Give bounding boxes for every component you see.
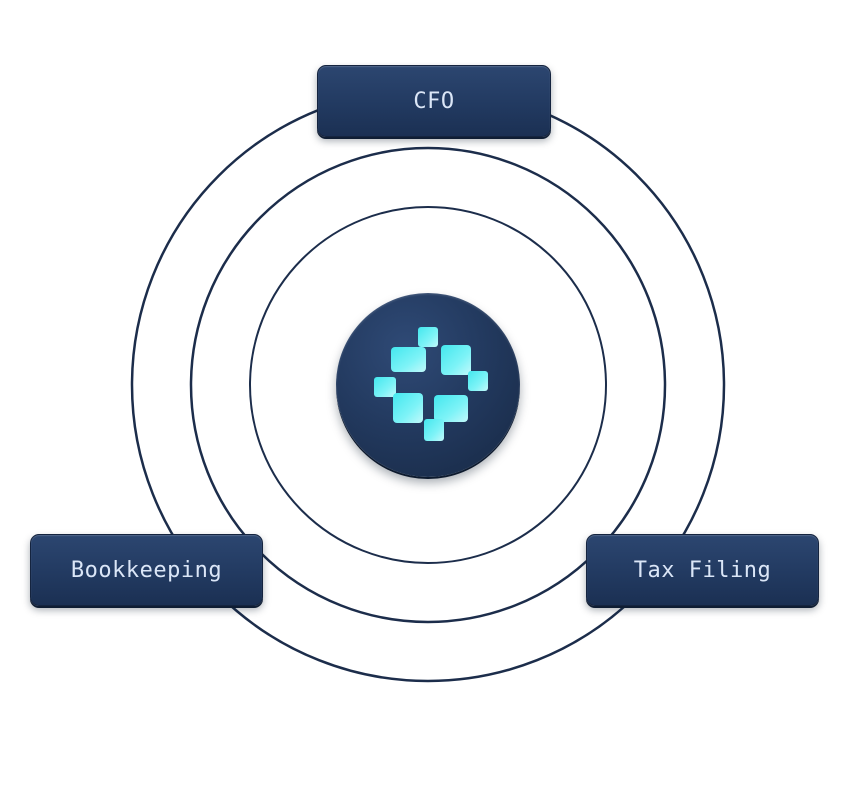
tax-filing-node: Tax Filing (586, 534, 819, 606)
cfo-node: CFO (317, 65, 551, 137)
bookkeeping-label: Bookkeeping (70, 557, 223, 583)
bookkeeping-node: Bookkeeping (30, 534, 263, 606)
inner-ring (249, 206, 607, 564)
middle-ring (189, 146, 667, 624)
cfo-label: CFO (413, 88, 455, 114)
tax-filing-label: Tax Filing (633, 557, 772, 583)
center-logo-hub (336, 293, 520, 477)
cross-logo-icon (374, 327, 488, 441)
